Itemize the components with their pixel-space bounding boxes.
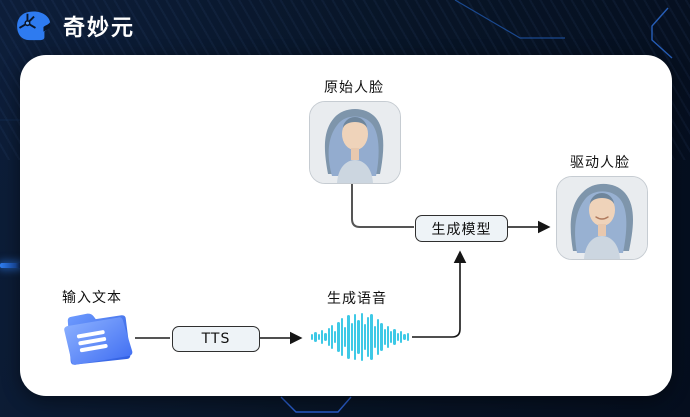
original-face-label: 原始人脸 bbox=[324, 80, 384, 96]
driven-face-label: 驱动人脸 bbox=[570, 155, 630, 171]
speech-waveform bbox=[310, 311, 410, 363]
connector-speech-to-model bbox=[412, 250, 467, 338]
logo-text: 奇妙元 bbox=[63, 16, 136, 41]
tts-box: TTS bbox=[172, 326, 260, 352]
bg-left-glow bbox=[0, 263, 22, 268]
driven-face-portrait bbox=[556, 176, 648, 260]
input-text-label: 输入文本 bbox=[62, 290, 122, 306]
gen-model-label: 生成模型 bbox=[431, 221, 492, 238]
gen-model-box: 生成模型 bbox=[415, 215, 508, 242]
tts-label: TTS bbox=[201, 331, 231, 347]
qimiaoyuan-logo-icon bbox=[17, 11, 51, 41]
diagram-card: 原始人脸 驱动人脸 生成模型 输入文本 bbox=[20, 55, 672, 396]
original-face-portrait bbox=[309, 101, 401, 184]
speech-label: 生成语音 bbox=[327, 291, 387, 307]
input-text-folder-icon bbox=[64, 313, 133, 365]
app-header: 奇妙元 bbox=[16, 10, 135, 42]
connector-face-to-model bbox=[351, 183, 414, 228]
